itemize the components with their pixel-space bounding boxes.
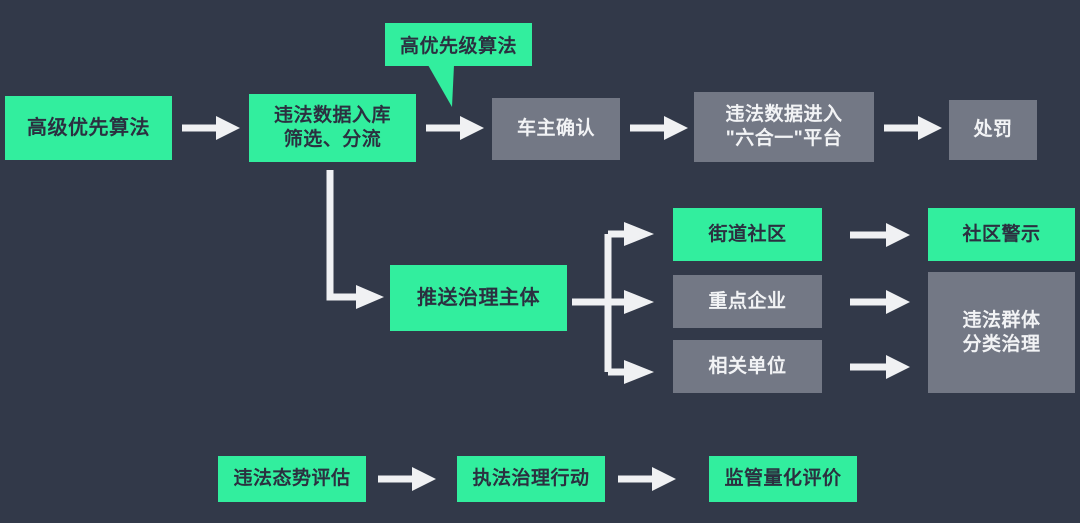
node-street-community[interactable]: 街道社区 bbox=[673, 208, 822, 261]
arrow-top-1 bbox=[182, 116, 240, 140]
node-owner-confirmation[interactable]: 车主确认 bbox=[492, 98, 620, 160]
node-violation-situation-assessment[interactable]: 违法态势评估 bbox=[218, 456, 366, 502]
arrow-top-3 bbox=[630, 116, 688, 140]
arrow-branch-3 bbox=[850, 355, 910, 379]
node-key-enterprises[interactable]: 重点企业 bbox=[673, 275, 822, 328]
arrow-top-4 bbox=[884, 116, 942, 140]
node-push-governance-entity[interactable]: 推送治理主体 bbox=[390, 265, 567, 331]
callout-tail-icon bbox=[428, 65, 454, 107]
node-community-warning[interactable]: 社区警示 bbox=[928, 208, 1075, 261]
node-penalty[interactable]: 处罚 bbox=[949, 100, 1037, 160]
arrow-top-2 bbox=[426, 116, 484, 140]
node-regulatory-quantitative-evaluation[interactable]: 监管量化评价 bbox=[709, 456, 857, 502]
node-six-in-one-platform[interactable]: 违法数据进入 "六合一"平台 bbox=[694, 92, 874, 162]
elbow-to-hub bbox=[326, 170, 384, 309]
branch-splitter bbox=[572, 222, 654, 384]
node-enforcement-action[interactable]: 执法治理行动 bbox=[457, 456, 605, 502]
node-advanced-priority-algorithm[interactable]: 高级优先算法 bbox=[5, 96, 172, 160]
arrow-bottom-1 bbox=[378, 467, 436, 491]
node-related-units[interactable]: 相关单位 bbox=[673, 340, 822, 393]
arrow-bottom-2 bbox=[618, 467, 676, 491]
node-violation-data-intake[interactable]: 违法数据入库 筛选、分流 bbox=[249, 94, 416, 162]
callout-high-priority-algorithm[interactable]: 高优先级算法 bbox=[385, 23, 532, 66]
arrow-branch-2 bbox=[850, 290, 910, 314]
node-violator-group-classification[interactable]: 违法群体 分类治理 bbox=[928, 272, 1075, 393]
arrow-branch-1 bbox=[850, 223, 910, 247]
